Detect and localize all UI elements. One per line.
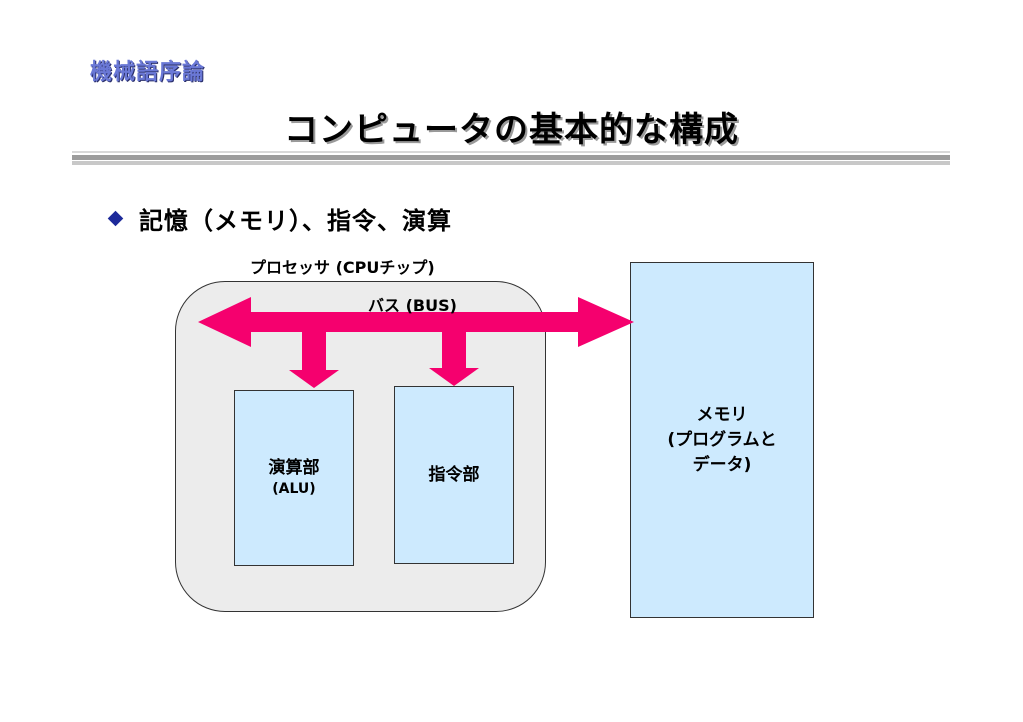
bullet-item: 記憶（メモリ）、指令、演算	[106, 201, 452, 236]
alu-sublabel: (ALU)	[272, 481, 316, 497]
memory-box: メモリ (プログラムと データ)	[630, 262, 814, 618]
alu-box: 演算部 (ALU)	[234, 390, 354, 566]
memory-label: メモリ (プログラムと データ)	[667, 403, 776, 478]
slide-title: コンピュータの基本的な構成	[284, 110, 739, 150]
bus-double-arrow	[198, 297, 634, 347]
control-unit-label: 指令部	[428, 465, 480, 485]
course-label: 機械語序論	[90, 60, 206, 85]
bullet-text: 記憶（メモリ）、指令、演算	[139, 207, 452, 235]
memory-label-line3: データ)	[692, 454, 752, 475]
memory-label-line2: (プログラムと	[667, 429, 777, 450]
control-unit-box: 指令部	[394, 386, 514, 564]
bus-label: バス (BUS)	[368, 296, 457, 315]
processor-label: プロセッサ (CPUチップ)	[250, 258, 435, 277]
title-divider	[72, 151, 950, 165]
alu-label: 演算部	[268, 458, 320, 478]
bus-to-control-arrow	[429, 332, 479, 386]
bus-to-alu-arrow	[289, 332, 339, 388]
memory-label-line1: メモリ	[696, 404, 748, 425]
